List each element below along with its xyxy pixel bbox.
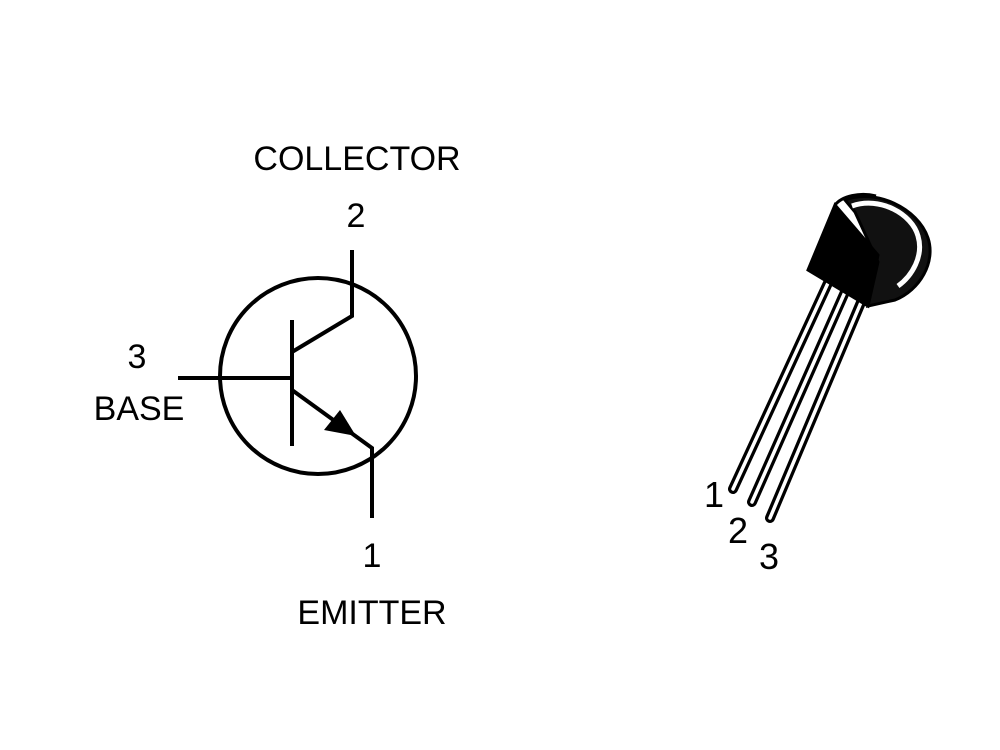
emitter-label: EMITTER — [297, 594, 446, 632]
base-pin-number: 3 — [128, 338, 147, 376]
emitter-pin-number: 1 — [363, 537, 382, 575]
to92-package-drawing — [728, 192, 932, 523]
base-label: BASE — [94, 390, 185, 428]
package-pin-label-1: 1 — [704, 474, 724, 515]
package-pin-label-3: 3 — [759, 536, 779, 577]
emitter-lead — [290, 388, 374, 518]
package-flat-face — [806, 202, 880, 309]
npn-schematic-symbol — [178, 250, 418, 518]
collector-label: COLLECTOR — [253, 140, 460, 178]
collector-pin-number: 2 — [347, 197, 366, 235]
emitter-arrow-icon — [324, 410, 356, 436]
package-lead-3 — [765, 295, 867, 523]
package-body-highlight — [851, 200, 922, 289]
package-lead-2 — [747, 287, 850, 507]
package-lead-1 — [728, 278, 833, 494]
collector-lead — [290, 250, 354, 354]
package-top-edge — [833, 192, 877, 207]
package-pin-label-2: 2 — [728, 510, 748, 551]
